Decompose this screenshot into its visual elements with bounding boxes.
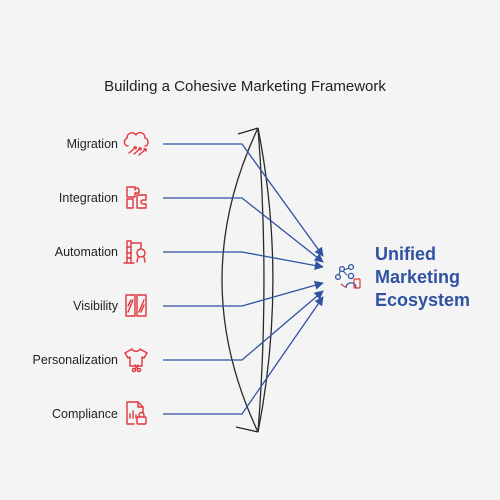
input-label-visibility: Visibility	[73, 299, 119, 313]
network-person-icon	[334, 263, 361, 289]
outcome-title-line-1: Unified	[375, 244, 436, 264]
input-row-5: Compliance	[52, 401, 147, 425]
puzzle-icon	[126, 186, 147, 209]
secure-document-icon	[126, 401, 147, 425]
input-label-automation: Automation	[55, 245, 118, 259]
arrow-migration	[163, 143, 324, 257]
outcome-title-line-3: Ecosystem	[375, 290, 470, 310]
input-label-compliance: Compliance	[52, 407, 118, 421]
input-label-integration: Integration	[59, 191, 118, 205]
robot-arm-icon	[123, 240, 146, 264]
input-row-1: Integration	[59, 186, 147, 209]
cloud-migration-icon	[123, 131, 149, 156]
custom-shirt-icon	[124, 348, 148, 373]
arrow-automation	[163, 251, 324, 270]
connector-arrows	[163, 143, 324, 415]
input-row-3: Visibility	[73, 294, 147, 317]
outcome-group: Unified Marketing Ecosystem	[334, 244, 470, 310]
arrow-compliance	[163, 296, 324, 415]
outcome-title-line-2: Marketing	[375, 267, 460, 287]
input-label-migration: Migration	[67, 137, 118, 151]
arrow-personalization	[163, 290, 324, 361]
lens	[221, 127, 274, 433]
split-view-icon	[125, 294, 147, 317]
diagram-title: Building a Cohesive Marketing Framework	[104, 78, 386, 95]
input-label-personalization: Personalization	[33, 353, 119, 367]
input-row-0: Migration	[67, 131, 149, 156]
arrow-integration	[163, 197, 324, 263]
arrow-visibility	[163, 280, 324, 307]
input-row-4: Personalization	[33, 348, 148, 373]
input-row-2: Automation	[55, 240, 146, 264]
